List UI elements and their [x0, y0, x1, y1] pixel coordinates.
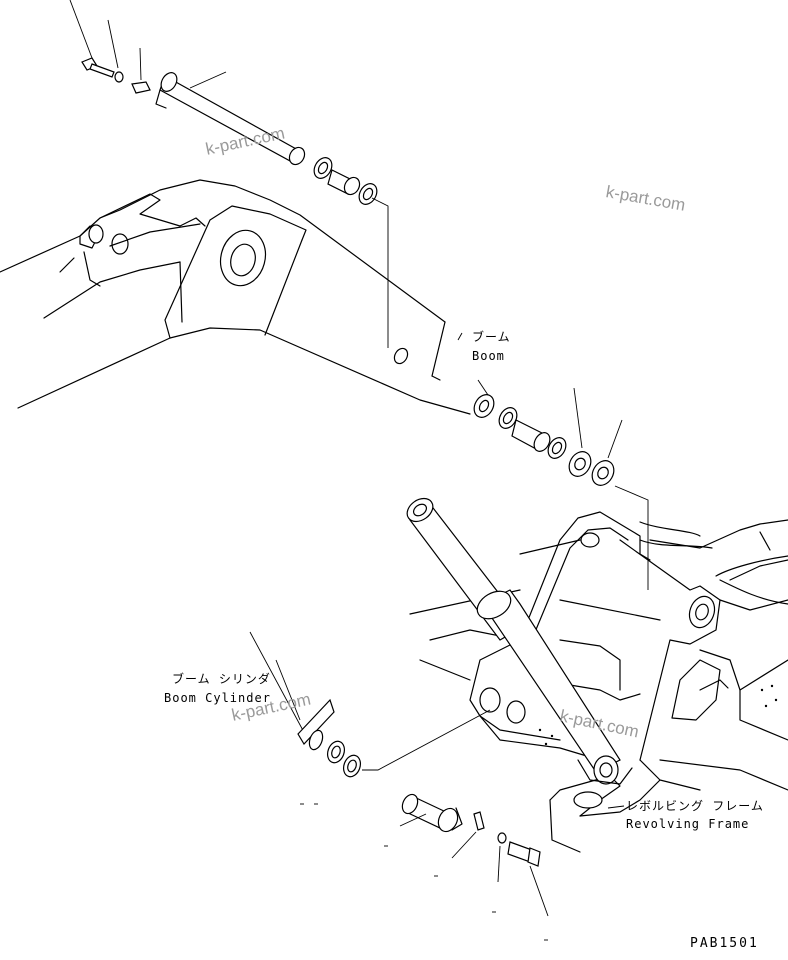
- boom-cylinder-label-en: Boom Cylinder: [164, 691, 271, 705]
- boom-body: [0, 179, 471, 415]
- middle-pin-assembly: [473, 379, 649, 590]
- leader-lines: [275, 332, 625, 809]
- lower-pin-assembly: [249, 631, 549, 917]
- boom-cylinder-label-jp: ブーム シリンダ: [172, 672, 271, 686]
- boom-label-jp: ブーム: [472, 330, 511, 344]
- figure-code: PAB1501: [690, 936, 759, 951]
- hoses: [639, 521, 788, 605]
- revolving-frame-label-en: Revolving Frame: [626, 817, 750, 831]
- boom-cylinder: [406, 497, 633, 785]
- tick-marks: [300, 803, 548, 941]
- top-pin-assembly: [69, 0, 409, 365]
- revolving-frame: [409, 511, 788, 853]
- revolving-frame-label-jp: レボルビング フレーム: [626, 799, 764, 813]
- boom-label-en: Boom: [472, 349, 505, 363]
